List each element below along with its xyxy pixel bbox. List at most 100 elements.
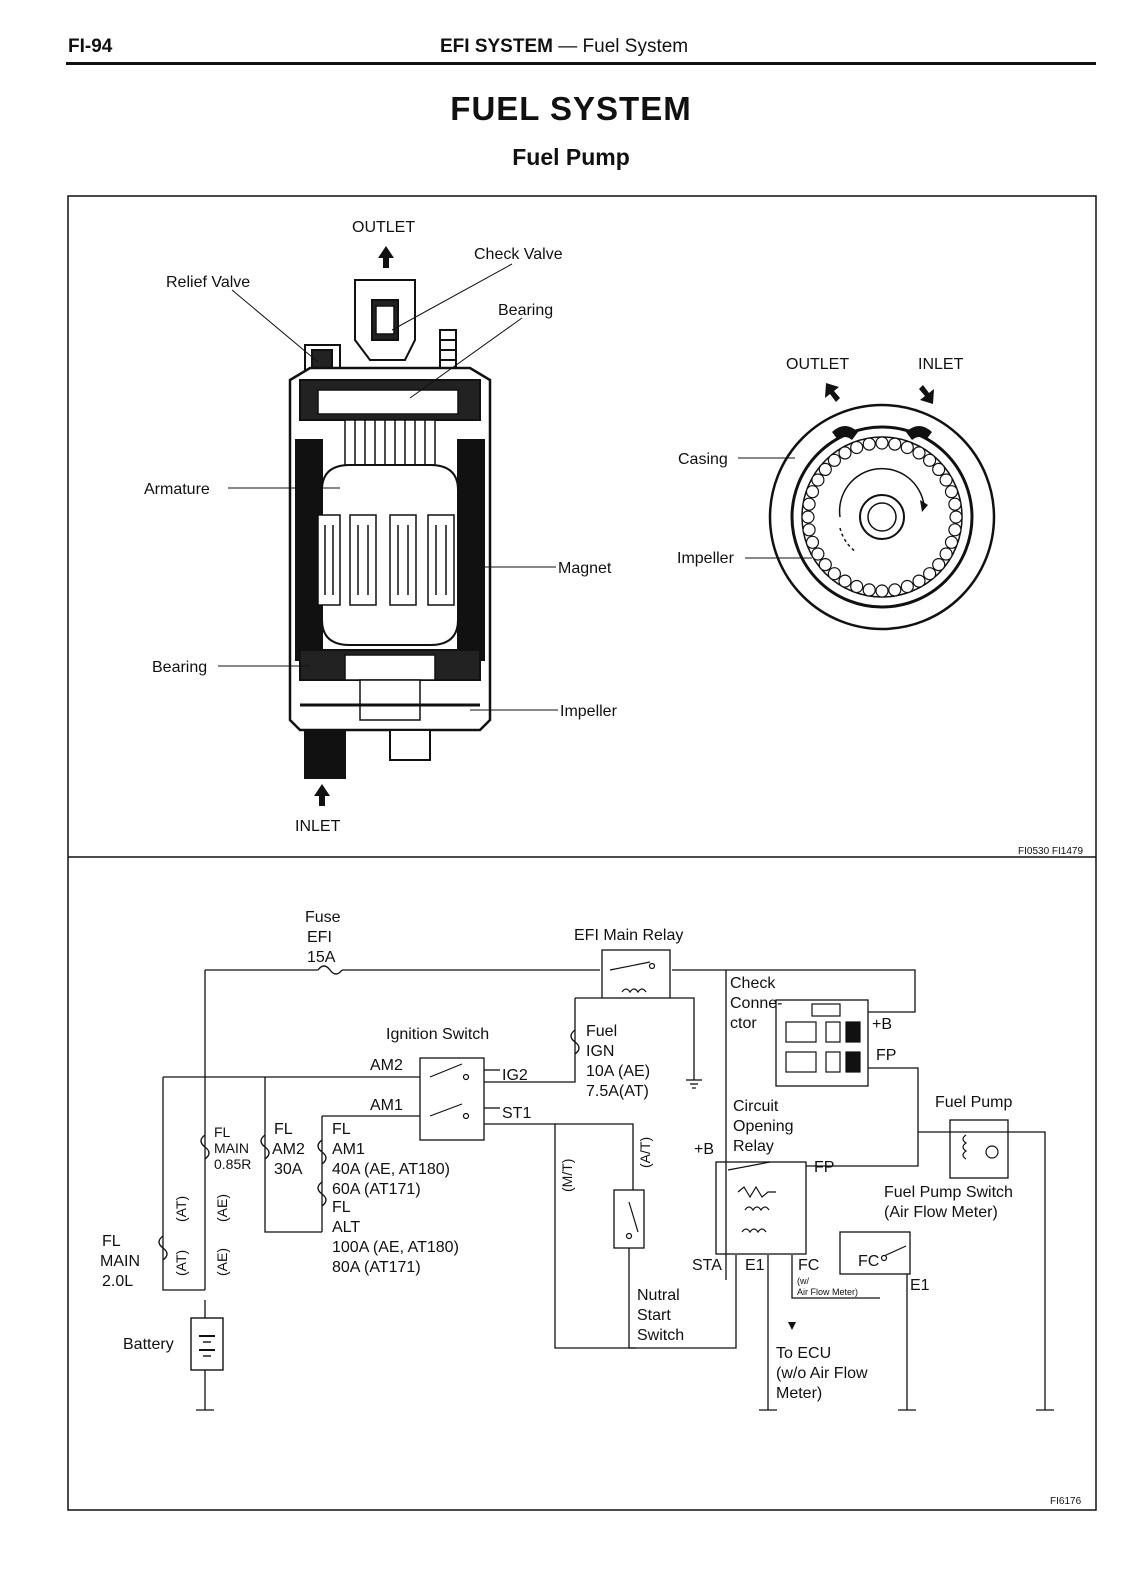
impeller-tooth bbox=[875, 436, 889, 450]
st1-label: ST1 bbox=[502, 1105, 531, 1122]
impeller-tooth bbox=[912, 574, 926, 588]
inlet-arrow-icon bbox=[314, 784, 330, 806]
impeller-tooth bbox=[948, 497, 962, 511]
check-connector-plus-b-label: +B bbox=[872, 1016, 892, 1033]
casing-label: Casing bbox=[678, 451, 728, 468]
battery-icon bbox=[190, 1317, 224, 1371]
check-connector-fp-label: FP bbox=[876, 1047, 896, 1064]
fuse-fl-am1-icon bbox=[317, 1139, 327, 1165]
svg-text:FL: FL bbox=[332, 1199, 351, 1216]
impeller-tooth bbox=[838, 446, 852, 460]
svg-text:(w/o Air Flow: (w/o Air Flow bbox=[776, 1365, 868, 1382]
relay-fp-label: FP bbox=[814, 1159, 834, 1176]
fuse-efi-label: Fuse EFI 15A bbox=[305, 909, 341, 966]
cutaway-inlet-label: INLET bbox=[295, 818, 341, 835]
to-ecu-arrow-icon bbox=[788, 1322, 796, 1330]
fuse-fl-main-icon bbox=[200, 1134, 210, 1160]
svg-text:7.5A(AT): 7.5A(AT) bbox=[586, 1083, 649, 1100]
svg-text:Check: Check bbox=[730, 975, 776, 992]
svg-text:(Air Flow Meter): (Air Flow Meter) bbox=[884, 1204, 998, 1221]
mt-label: (M/T) bbox=[559, 1159, 575, 1192]
svg-text:ALT: ALT bbox=[332, 1219, 360, 1236]
impeller-tooth bbox=[827, 453, 842, 467]
fl-am1-label: FL AM1 40A (AE, AT180) 60A (AT171) bbox=[332, 1121, 450, 1198]
impeller-tooth bbox=[811, 547, 825, 561]
battery-label: Battery bbox=[123, 1336, 174, 1353]
figure-code-top: FI0530 FI1479 bbox=[1018, 846, 1083, 857]
ig2-label: IG2 bbox=[502, 1067, 528, 1084]
sta-label: STA bbox=[692, 1257, 722, 1274]
impeller-tooth bbox=[888, 583, 902, 597]
impeller-tooth bbox=[862, 437, 876, 451]
header-section: EFI SYSTEM bbox=[440, 36, 553, 57]
impeller-tooth bbox=[900, 440, 914, 455]
impeller-tooth bbox=[802, 497, 816, 511]
top-bearing-label: Bearing bbox=[498, 302, 553, 319]
ae-tag-lower: (AE) bbox=[214, 1248, 230, 1276]
section-subtitle: Fuel Pump bbox=[512, 144, 630, 170]
circuit-wiring bbox=[162, 949, 1054, 1411]
impeller-tooth bbox=[818, 557, 832, 572]
svg-text:Air Flow Meter): Air Flow Meter) bbox=[797, 1287, 858, 1297]
svg-text:Switch: Switch bbox=[637, 1327, 684, 1344]
fl-am2-label: FL AM2 30A bbox=[272, 1121, 305, 1178]
impeller-leader-lines bbox=[738, 457, 812, 559]
fuse-fuel-ign-icon bbox=[570, 1029, 580, 1055]
impeller-tooth bbox=[932, 557, 946, 572]
impeller-tooth bbox=[944, 535, 959, 549]
impeller-tooth bbox=[900, 579, 914, 594]
impeller-tooth bbox=[805, 535, 820, 549]
figure-code-bottom: FI6176 bbox=[1050, 1496, 1082, 1507]
ignition-switch-contacts bbox=[429, 1063, 470, 1120]
am1-label: AM1 bbox=[370, 1097, 403, 1114]
svg-text:FL: FL bbox=[102, 1233, 121, 1250]
neutral-switch-contact bbox=[625, 1201, 639, 1240]
impeller-view-inlet-label: INLET bbox=[918, 356, 964, 373]
ae-tag-upper: (AE) bbox=[214, 1194, 230, 1222]
impeller-tooth bbox=[827, 567, 842, 581]
impeller-view-impeller-label: Impeller bbox=[677, 550, 735, 567]
impeller-tooth bbox=[838, 574, 852, 588]
check-connector-pins bbox=[785, 1003, 861, 1073]
relief-valve-label: Relief Valve bbox=[166, 274, 250, 291]
cutaway-leader-lines bbox=[218, 263, 558, 711]
impeller-inlet-arrow-icon bbox=[919, 385, 934, 404]
svg-text:Relay: Relay bbox=[733, 1138, 774, 1155]
svg-text:80A (AT171): 80A (AT171) bbox=[332, 1259, 421, 1276]
fuse-fl-main-2l-icon bbox=[158, 1235, 168, 1261]
outlet-arrow-icon bbox=[378, 246, 394, 268]
svg-text:To ECU: To ECU bbox=[776, 1345, 831, 1362]
cutaway-outlet-label: OUTLET bbox=[352, 219, 415, 236]
svg-text:0.85R: 0.85R bbox=[214, 1156, 251, 1172]
fuel-pump-label: Fuel Pump bbox=[935, 1094, 1012, 1111]
ignition-switch-label: Ignition Switch bbox=[386, 1026, 489, 1043]
fuse-fl-am2-icon bbox=[260, 1134, 270, 1160]
svg-text:FL: FL bbox=[332, 1121, 351, 1138]
header-subsection: Fuel System bbox=[582, 36, 689, 57]
svg-text:AM1: AM1 bbox=[332, 1141, 365, 1158]
svg-text:EFI: EFI bbox=[307, 929, 332, 946]
svg-text:IGN: IGN bbox=[586, 1043, 614, 1060]
fuel-pump-switch-contact bbox=[880, 1245, 907, 1262]
impeller-view bbox=[768, 403, 996, 631]
impeller-tooth bbox=[811, 473, 825, 487]
svg-text:Fuel: Fuel bbox=[586, 1023, 617, 1040]
page-number: FI-94 bbox=[68, 36, 113, 57]
header-separator: — bbox=[558, 36, 578, 57]
fuel-pump-switch-label: Fuel Pump Switch (Air Flow Meter) bbox=[884, 1184, 1013, 1221]
svg-text:Fuse: Fuse bbox=[305, 909, 341, 926]
svg-text:Circuit: Circuit bbox=[733, 1098, 779, 1115]
nutral-start-switch-label: Nutral Start Switch bbox=[637, 1287, 684, 1344]
relay-e1-label: E1 bbox=[745, 1257, 765, 1274]
svg-text:FL: FL bbox=[214, 1124, 231, 1140]
am2-label: AM2 bbox=[370, 1057, 403, 1074]
impeller-tooth bbox=[888, 437, 902, 451]
relay-plus-b-label: +B bbox=[694, 1141, 714, 1158]
efi-relay-contacts bbox=[609, 961, 656, 994]
with-air-flow-meter-label: (w/ Air Flow Meter) bbox=[797, 1276, 858, 1297]
check-connector-label: Check Conne- ctor bbox=[730, 975, 782, 1032]
impeller-tooth bbox=[850, 579, 864, 594]
pump-cutaway bbox=[288, 279, 492, 779]
fuse-efi-icon bbox=[317, 965, 343, 975]
